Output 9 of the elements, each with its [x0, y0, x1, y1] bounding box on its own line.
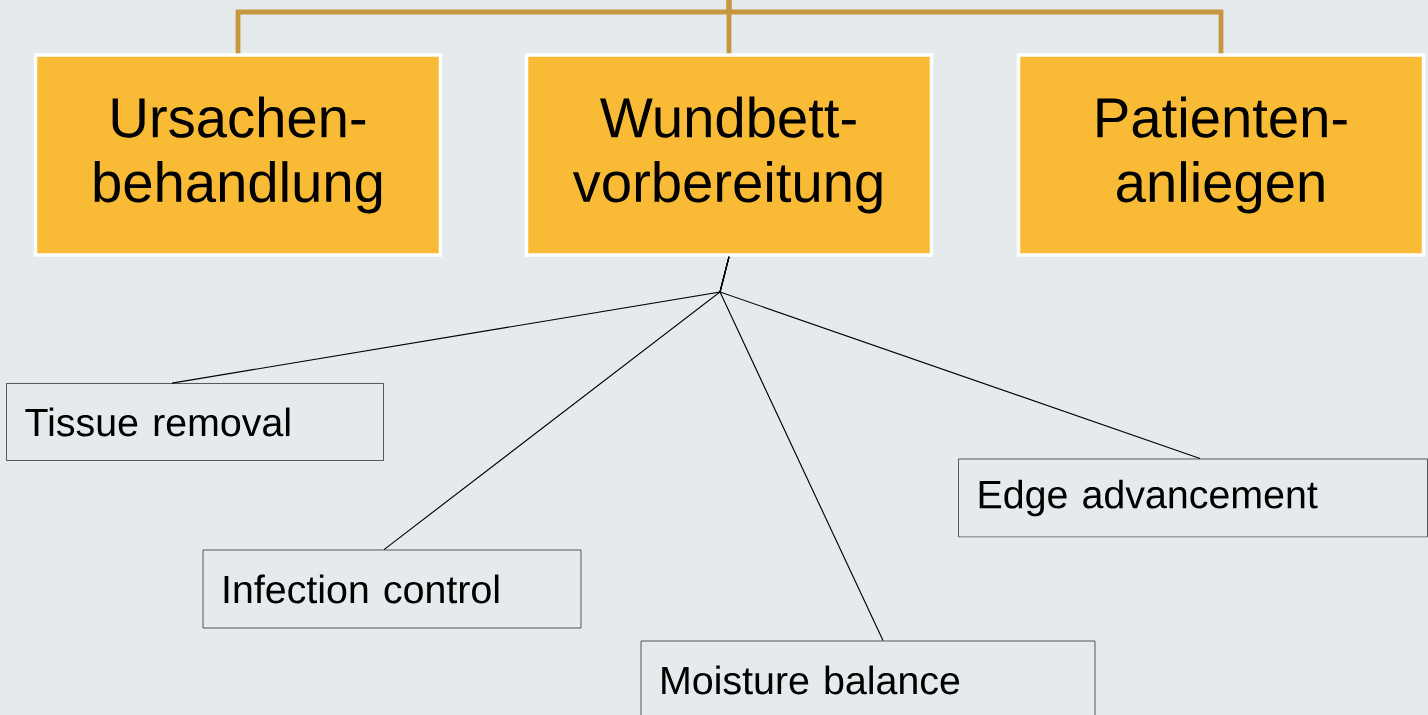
label-box: Tissue removal: [6, 383, 384, 461]
leader-line: [719, 256, 1201, 460]
label-box: Moisture balance: [640, 640, 1096, 715]
heading-box: Patienten-anliegen: [1016, 53, 1426, 257]
label-box: Infection control: [202, 549, 582, 629]
heading-box: Ursachen-behandlung: [33, 53, 443, 257]
label-box: Edge advancement: [958, 458, 1428, 538]
connector-line: [726, 0, 1224, 54]
heading-box: Wundbett-vorbereitung: [524, 53, 934, 257]
